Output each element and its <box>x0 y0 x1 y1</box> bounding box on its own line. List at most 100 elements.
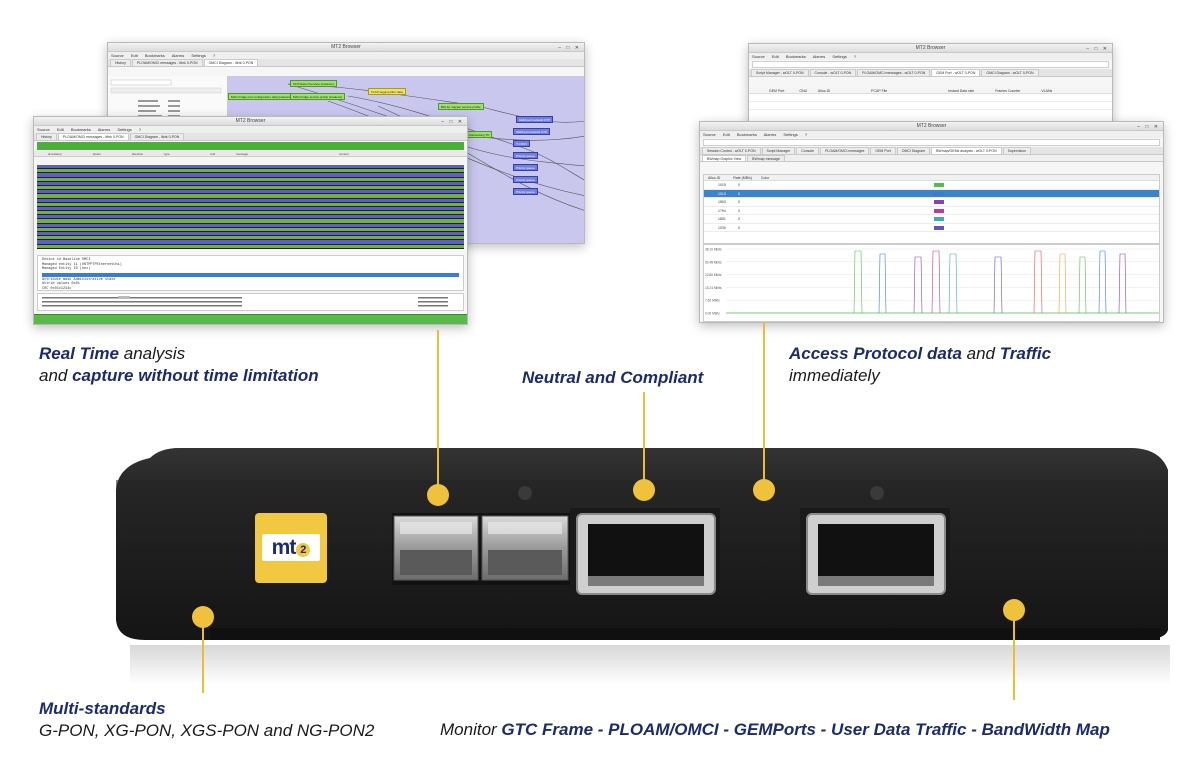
tab-console[interactable]: Console <box>796 147 820 154</box>
menu-bookmarks[interactable]: Bookmarks <box>70 127 91 132</box>
diagram-node-mac-bridge-port[interactable]: MAC bridge port configuration data (inst… <box>228 93 295 100</box>
diagram-node-mapper[interactable]: 802.1p mapper service profile <box>438 103 484 110</box>
tab-bwmap-analysis[interactable]: BWmap/GEMs analysis - wOLT 0-PON <box>931 147 1002 154</box>
menu-source[interactable]: Source <box>37 127 50 132</box>
col-content[interactable]: content <box>338 152 349 156</box>
menu-alarms[interactable]: Alarms <box>763 132 777 137</box>
menu-help[interactable]: ? <box>138 127 142 132</box>
tab-bwmap-message[interactable]: BWmap message <box>747 155 785 161</box>
menu-bookmarks[interactable]: Bookmarks <box>144 53 165 58</box>
tab-session-control[interactable]: Session Control - wOLT 0-PON <box>702 147 761 154</box>
filter-bar[interactable] <box>37 142 464 150</box>
right-port[interactable] <box>800 508 950 598</box>
menu-settings[interactable]: Settings <box>783 132 798 137</box>
tab-ploam-omci[interactable]: PLOAM/OMCI messages <box>820 147 870 154</box>
tab-gem-port[interactable]: GEM Port <box>870 147 896 154</box>
menu-help[interactable]: ? <box>804 132 808 137</box>
tab-ploam-omci[interactable]: PLOAM/OMCI messages - ltbrk 0-PON <box>57 133 129 140</box>
list-item[interactable] <box>37 206 464 212</box>
tab-omci-diagram[interactable]: OMCI Diagram - ltbrk 0-PON <box>203 59 259 66</box>
menu-source[interactable]: Source <box>752 54 765 59</box>
list-item[interactable] <box>37 244 464 249</box>
menu-source[interactable]: Source <box>111 53 124 58</box>
list-item[interactable] <box>37 165 464 170</box>
table-row[interactable] <box>749 94 1112 102</box>
list-item[interactable] <box>37 223 464 228</box>
list-item[interactable] <box>37 202 464 207</box>
diagram-node-ont-data[interactable]: ONT-Data Overview (instance) <box>290 80 337 87</box>
menu-settings[interactable]: Settings <box>117 127 132 132</box>
tab-omci-diagram[interactable]: OMCI Diagram <box>896 147 931 154</box>
table-row[interactable] <box>749 102 1112 110</box>
color-swatch[interactable] <box>934 183 944 187</box>
tab-ploam-omci[interactable]: PLOAM/OMCI messages - wOLT 0-PON <box>857 69 931 76</box>
list-item[interactable] <box>37 215 464 220</box>
col-type[interactable]: type <box>163 152 170 156</box>
list-item[interactable] <box>37 236 464 241</box>
tab-bwmap-graphic[interactable]: BWmap Graphic View <box>702 155 747 161</box>
list-item[interactable] <box>37 232 464 237</box>
list-item[interactable] <box>37 198 464 203</box>
sfp-port-cage[interactable] <box>392 513 572 585</box>
list-item[interactable] <box>37 185 464 191</box>
window-controls[interactable]: – □ ✕ <box>558 45 581 51</box>
list-item[interactable] <box>37 194 464 199</box>
menu-bookmarks[interactable]: Bookmarks <box>785 54 806 59</box>
col-ploam[interactable]: ploam <box>92 152 101 156</box>
list-item[interactable] <box>37 240 464 245</box>
window-controls[interactable]: – □ ✕ <box>1086 46 1109 52</box>
detail-selection[interactable] <box>42 272 459 277</box>
menu-settings[interactable]: Settings <box>832 54 847 59</box>
list-item[interactable] <box>37 177 464 182</box>
tab-history[interactable]: History <box>110 59 131 66</box>
menu-alarms[interactable]: Alarms <box>812 54 826 59</box>
color-swatch[interactable] <box>934 191 944 196</box>
diagram-node-priority-queue-3[interactable]: Priority queue <box>513 176 538 183</box>
menu-settings[interactable]: Settings <box>191 53 206 58</box>
menu-bookmarks[interactable]: Bookmarks <box>736 132 757 137</box>
list-item[interactable] <box>37 173 464 178</box>
diagram-node-priority-queue-1[interactable]: Priority queue <box>513 152 538 159</box>
list-item[interactable] <box>37 227 464 232</box>
menu-help[interactable]: ? <box>853 54 857 59</box>
diagram-node-vlan-tagging[interactable]: VLAN tagging filter data <box>368 88 406 95</box>
menu-alarms[interactable]: Alarms <box>171 53 185 58</box>
col-direction[interactable]: direction <box>131 152 144 156</box>
menu-edit[interactable]: Edit <box>130 53 138 58</box>
list-item[interactable] <box>37 181 464 186</box>
color-swatch[interactable] <box>934 200 944 204</box>
menu-source[interactable]: Source <box>703 132 716 137</box>
tab-gem-port[interactable]: GEM Port - wOLT 0-PON <box>931 69 981 76</box>
tab-supervision[interactable]: Supervision <box>1002 147 1031 154</box>
col-timestamp[interactable]: timestamp <box>48 152 62 156</box>
tab-omci-diagram[interactable]: OMCI Diagram - wOLT 0-PON <box>981 69 1039 76</box>
col-message[interactable]: message <box>235 152 249 156</box>
diagram-node-mac-bridge-service[interactable]: MAC bridge service profile (instance) <box>290 93 346 100</box>
diagram-node-gem-ctp-2[interactable]: GEM port network CTP <box>513 128 551 135</box>
tab-script-manager[interactable]: Script Manager <box>761 147 796 154</box>
list-item[interactable] <box>37 211 464 216</box>
diagram-node-priority-queue-4[interactable]: Priority queue <box>513 188 538 195</box>
diagram-node-tcont[interactable]: T-CONT <box>513 140 531 147</box>
menu-edit[interactable]: Edit <box>771 54 779 59</box>
list-item[interactable] <box>37 169 464 174</box>
list-item[interactable] <box>37 219 464 224</box>
tab-history[interactable]: History <box>36 133 57 140</box>
tab-ploam-omci[interactable]: PLOAM/OMCI messages - ltbrk 0-PON <box>131 59 203 66</box>
color-swatch[interactable] <box>934 217 944 221</box>
url-bar[interactable] <box>752 61 1109 68</box>
color-swatch[interactable] <box>934 225 944 230</box>
col-tcid[interactable]: tcid <box>210 152 216 156</box>
menu-edit[interactable]: Edit <box>722 132 730 137</box>
menu-help[interactable]: ? <box>212 53 216 58</box>
diagram-node-gem-ctp-1[interactable]: GEM port network CTP <box>516 116 554 123</box>
window-controls[interactable]: – □ ✕ <box>1137 124 1160 130</box>
tab-script-manager[interactable]: Script Manager - wOLT 0-PON <box>751 69 809 76</box>
